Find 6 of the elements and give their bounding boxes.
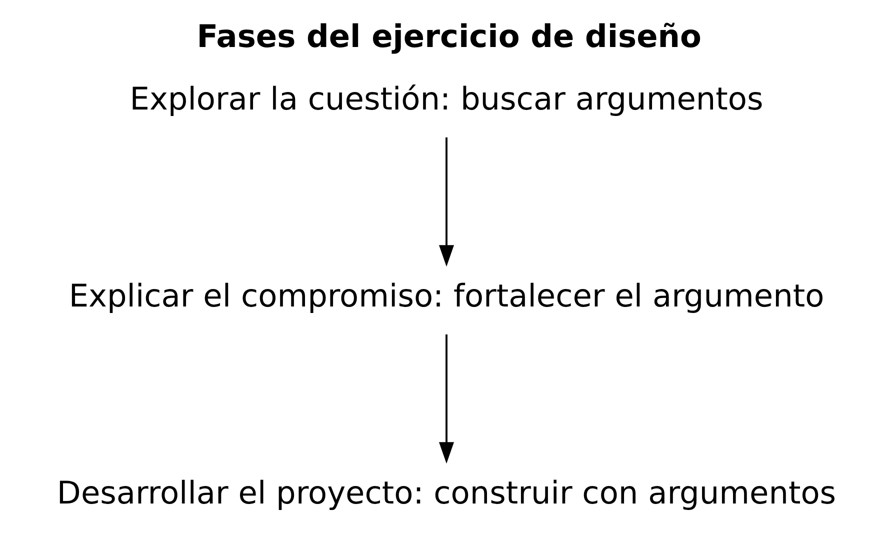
arrow [438,334,454,464]
node-text: Explicar el compromiso: fortalecer el argumento [68,278,824,314]
node-text: Desarrollar el proyecto: construir con argumentos [56,475,836,512]
diagram-title: Fases del ejercicio de diseño [196,18,701,55]
arrow [438,137,454,267]
node-text: Explorar la cuestión: buscar argumentos [129,81,763,118]
